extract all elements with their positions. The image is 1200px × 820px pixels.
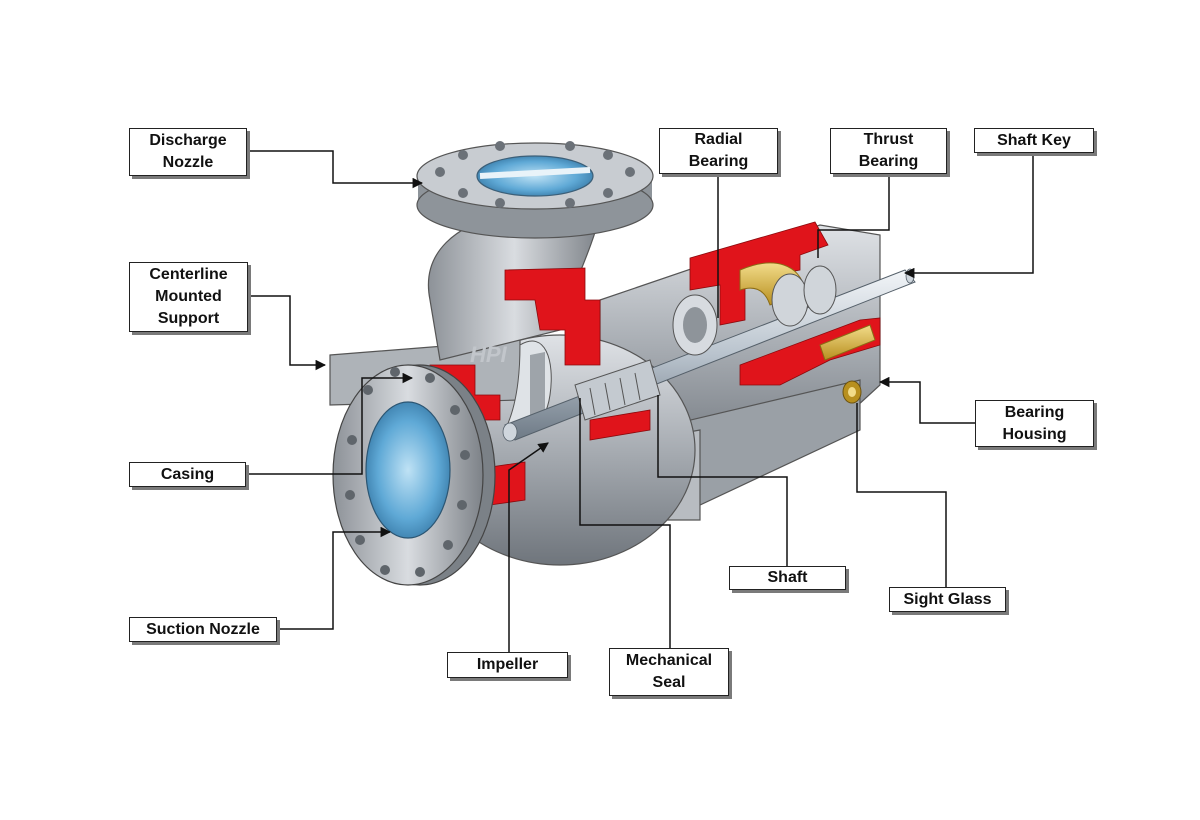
radial-bearing bbox=[672, 294, 718, 356]
label-radial-bearing: Radial Bearing bbox=[659, 128, 778, 174]
label-sight-glass: Sight Glass bbox=[889, 587, 1006, 612]
sight-glass bbox=[842, 380, 862, 404]
leader-lines bbox=[246, 150, 1034, 652]
label-bearing-housing: Bearing Housing bbox=[975, 400, 1094, 447]
leader-bearing-housing bbox=[878, 376, 975, 424]
leader-shaft bbox=[657, 395, 788, 566]
label-casing: Casing bbox=[129, 462, 246, 487]
label-mechanical-seal: Mechanical Seal bbox=[609, 648, 729, 696]
leader-thrust-bearing bbox=[817, 173, 890, 258]
label-shaft-key: Shaft Key bbox=[974, 128, 1094, 153]
label-impeller: Impeller bbox=[447, 652, 568, 678]
watermark-text: HPI bbox=[470, 342, 508, 367]
discharge-flange bbox=[416, 141, 654, 239]
leader-centerline-mounted-support bbox=[248, 295, 327, 371]
leader-impeller bbox=[508, 442, 549, 652]
leader-sight-glass bbox=[856, 403, 947, 587]
label-centerline-mounted-support: Centerline Mounted Support bbox=[129, 262, 248, 332]
label-shaft: Shaft bbox=[729, 566, 846, 590]
leader-casing bbox=[246, 372, 414, 475]
label-discharge-nozzle: Discharge Nozzle bbox=[129, 128, 247, 176]
suction-flange bbox=[332, 364, 496, 586]
leader-shaft-key bbox=[903, 151, 1034, 279]
thrust-bearing bbox=[739, 262, 876, 361]
leader-discharge-nozzle bbox=[246, 150, 424, 189]
label-thrust-bearing: Thrust Bearing bbox=[830, 128, 947, 174]
leader-mechanical-seal bbox=[579, 398, 671, 648]
label-suction-nozzle: Suction Nozzle bbox=[129, 617, 277, 642]
leader-suction-nozzle bbox=[277, 526, 392, 630]
mechanical-seal bbox=[574, 359, 661, 421]
